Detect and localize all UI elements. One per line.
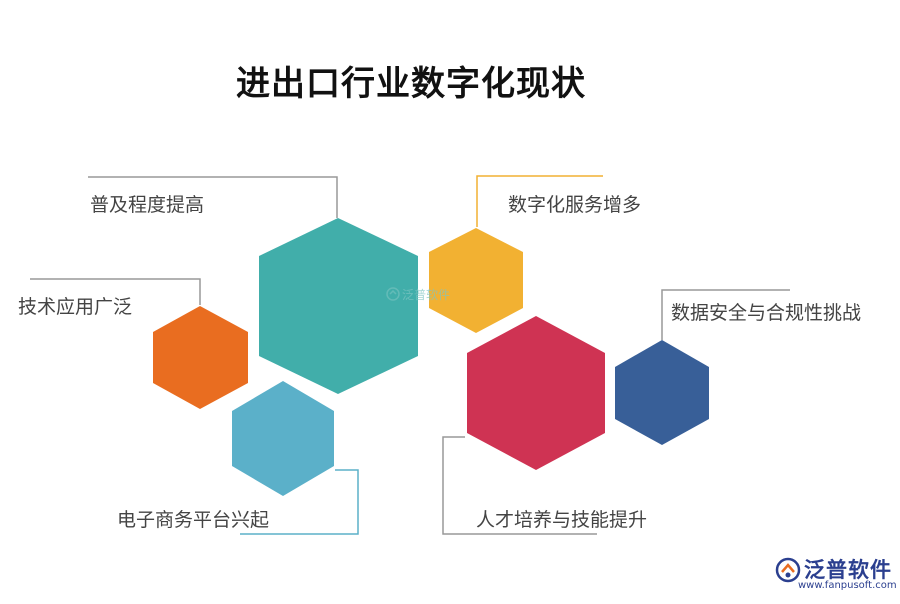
leader-line-talent [442, 436, 597, 535]
hexagon-ecommerce [232, 381, 334, 496]
label-digital-services: 数字化服务增多 [508, 194, 642, 216]
label-popularity: 普及程度提高 [90, 194, 205, 216]
label-ecommerce: 电子商务平台兴起 [117, 509, 270, 531]
hexagon-tech-application [153, 306, 248, 409]
leader-line-digital-services [476, 175, 603, 227]
label-talent: 人才培养与技能提升 [476, 509, 648, 531]
leader-line-popularity [88, 176, 338, 218]
leader-line-data-security [661, 289, 790, 340]
brand-name: 泛普软件 [804, 558, 892, 582]
label-data-security: 数据安全与合规性挑战 [671, 302, 862, 324]
watermark-logo-icon [386, 287, 400, 301]
label-tech-application: 技术应用广泛 [18, 296, 133, 318]
hexagon-popularity [259, 218, 418, 394]
brand-url: www.fanpusoft.com [798, 580, 897, 591]
hexagon-data-security [615, 340, 709, 445]
hexagon-talent [467, 316, 605, 470]
brand-logo-icon [775, 557, 801, 583]
brand-logo: 泛普软件 www.fanpusoft.com [774, 554, 897, 594]
hexagon-digital-services [429, 228, 523, 333]
watermark-text: 泛普软件 [402, 288, 450, 302]
page-title: 进出口行业数字化现状 [236, 64, 586, 104]
leader-line-tech-application [30, 278, 201, 305]
leader-line-ecommerce [240, 469, 359, 535]
